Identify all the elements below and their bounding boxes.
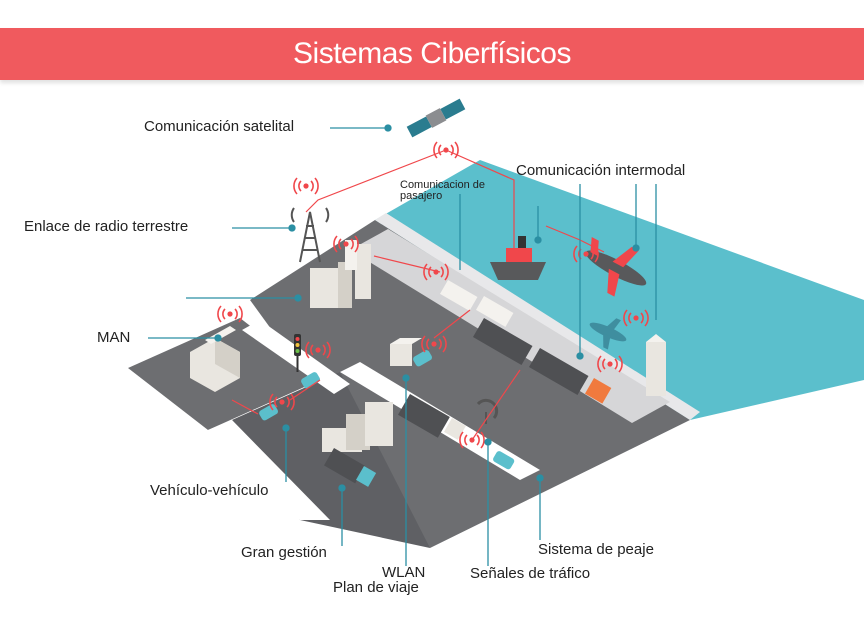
highway-lane xyxy=(350,229,670,423)
city-ground xyxy=(250,220,690,548)
label-traffic-signals: Señales de tráfico xyxy=(470,565,591,582)
toll-tower xyxy=(646,334,666,396)
radio-tower-icon xyxy=(290,207,330,263)
leader-lines xyxy=(148,124,657,566)
satellite-dish-icon xyxy=(476,398,499,424)
building-man xyxy=(190,326,240,392)
ship-icon xyxy=(490,236,546,280)
label-management: Gran gestión xyxy=(241,544,327,561)
building-box-small xyxy=(390,338,422,366)
satellite-icon xyxy=(406,98,466,138)
label-trip-plan: Plan de viaje xyxy=(333,579,419,596)
water-area xyxy=(375,160,864,420)
label-v2v: Vehículo-vehículo xyxy=(150,482,269,499)
sidewalk-left xyxy=(242,320,350,394)
car-icons xyxy=(259,350,515,470)
truck-convoy xyxy=(473,318,612,404)
label-satellite: Comunicación satelital xyxy=(144,118,295,135)
truck-center xyxy=(398,394,466,440)
label-intermodal: Comunicación intermodal xyxy=(516,162,686,179)
label-wlan: WLAN xyxy=(382,564,426,581)
label-radio: Enlace de radio terrestre xyxy=(24,218,189,235)
airplane-icon-small xyxy=(589,318,627,350)
traffic-light-icon xyxy=(294,334,301,372)
truck-bottom xyxy=(324,447,377,487)
passenger-bus xyxy=(440,280,514,327)
quay-edge xyxy=(375,213,700,420)
label-man: MAN xyxy=(97,329,131,346)
building-center xyxy=(322,402,393,452)
title-banner: Sistemas Ciberfísicos xyxy=(0,28,864,80)
label-passenger: Comunicacion de pasajero xyxy=(400,179,485,202)
airplane-icon-large xyxy=(585,236,647,297)
building-tower-top xyxy=(310,240,371,308)
page-title: Sistemas Ciberfísicos xyxy=(293,37,571,70)
sidewalk-bottom xyxy=(208,420,330,520)
label-toll: Sistema de peaje xyxy=(538,541,654,558)
